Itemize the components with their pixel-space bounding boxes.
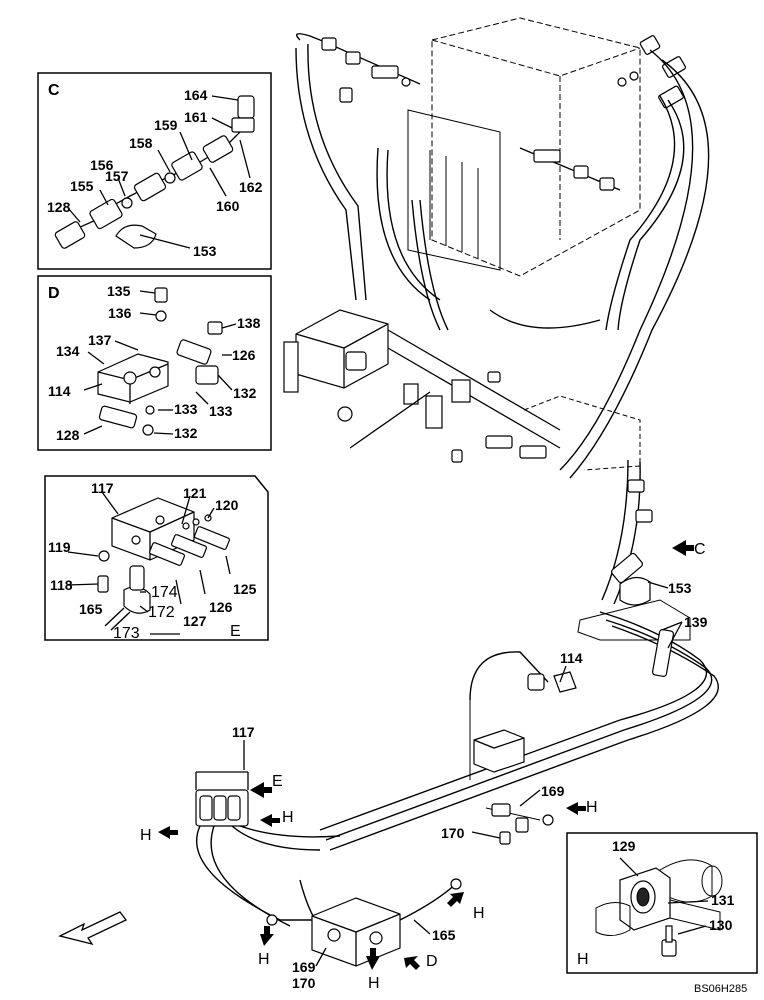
inset-d-label-133a: 133	[174, 401, 198, 417]
inset-e-label-119: 119	[48, 539, 71, 555]
inset-d-label-128: 128	[56, 427, 80, 443]
inset-c-label-157: 157	[105, 168, 129, 184]
label-153: 153	[668, 580, 692, 596]
inset-c-label-128: 128	[47, 199, 71, 215]
inset-e-label-120: 120	[215, 497, 239, 513]
inset-e-parts	[67, 491, 231, 635]
inset-d-label-133b: 133	[209, 403, 233, 419]
view-arrow-h5-label: H	[258, 951, 270, 968]
inset-c-label-158: 158	[129, 135, 153, 151]
inset-e-label-172: 172	[148, 604, 175, 621]
view-arrow-h3-icon	[566, 802, 586, 815]
inset-h-label-130: 130	[709, 917, 733, 933]
inset-d-frame	[37, 275, 272, 451]
view-arrow-h1-label: H	[140, 827, 152, 844]
inset-c-frame	[37, 72, 272, 270]
inset-e-label-173: 173	[113, 625, 140, 642]
view-arrow-h6-label: H	[368, 975, 380, 992]
label-114: 114	[560, 650, 583, 666]
view-arrow-h1-icon	[158, 826, 178, 839]
inset-d-label-138: 138	[237, 315, 261, 331]
inset-c-letter: C	[48, 82, 60, 99]
inset-d-label-114: 114	[48, 383, 71, 399]
view-arrow-h4-icon	[447, 892, 464, 907]
label-169-b: 169	[292, 959, 316, 975]
view-arrow-c-label: C	[694, 541, 706, 558]
view-arrow-c-icon	[672, 540, 694, 556]
front-direction-arrow-icon	[58, 911, 127, 946]
inset-d-label-132b: 132	[174, 425, 198, 441]
inset-e-frame	[44, 475, 269, 641]
view-arrow-e-label: E	[272, 773, 283, 790]
view-arrows: C E H H H H H H D	[58, 540, 706, 992]
inset-d-label-126: 126	[232, 347, 256, 363]
view-arrow-h5-icon	[260, 926, 274, 946]
inset-h-parts	[595, 857, 723, 957]
inset-d-label-135: 135	[107, 283, 131, 299]
view-arrow-h4-label: H	[473, 905, 485, 922]
label-170-b: 170	[292, 975, 316, 991]
main-labels: 117 114 139 153 169 170 165 169 170	[232, 580, 708, 991]
inset-c-label-156: 156	[90, 157, 114, 173]
inset-h-frame	[566, 832, 758, 974]
inset-e-label-165: 165	[79, 601, 103, 617]
inset-h-label-131: 131	[711, 892, 735, 908]
inset-c-label-155: 155	[70, 178, 94, 194]
inset-e-label-126: 126	[209, 599, 233, 615]
inset-h-letter: H	[577, 951, 589, 968]
inset-d-label-136: 136	[108, 305, 132, 321]
view-arrow-h6-icon	[366, 948, 380, 970]
inset-c-label-164: 164	[184, 87, 208, 103]
inset-e-label-127: 127	[183, 613, 207, 629]
inset-e-label-125: 125	[233, 581, 257, 597]
inset-c-label-159: 159	[154, 117, 178, 133]
view-arrow-d-icon	[404, 956, 420, 970]
label-165: 165	[432, 927, 456, 943]
label-117: 117	[232, 724, 255, 740]
view-arrow-d-label: D	[426, 953, 438, 970]
inset-e-label-174: 174	[151, 584, 178, 601]
inset-c-label-160: 160	[216, 198, 240, 214]
inset-h: 129 131 130 H	[566, 832, 758, 974]
view-arrow-h3-label: H	[586, 799, 598, 816]
inset-e-label-117: 117	[91, 480, 114, 496]
inset-e-letter: E	[230, 623, 241, 640]
inset-c-parts	[54, 95, 255, 249]
inset-e-label-121: 121	[183, 485, 207, 501]
inset-c-label-161: 161	[184, 109, 208, 125]
inset-c: C 164 161 159 158	[37, 72, 272, 270]
inset-d-label-132: 132	[233, 385, 257, 401]
inset-c-label-162: 162	[239, 179, 263, 195]
label-169-a: 169	[541, 783, 565, 799]
inset-d: D 135 1	[37, 275, 272, 451]
label-139: 139	[684, 614, 708, 630]
view-arrow-h2-icon	[260, 814, 280, 827]
view-arrow-e-icon	[250, 782, 272, 798]
inset-c-label-153: 153	[193, 243, 217, 259]
label-170-a: 170	[441, 825, 465, 841]
inset-e-label-118: 118	[50, 577, 73, 593]
view-arrow-h2-label: H	[282, 809, 294, 826]
document-code: BS06H285	[694, 983, 747, 995]
inset-d-parts	[83, 287, 237, 436]
inset-e: 117 121 120 119 174 118 125 172 126 127 …	[44, 475, 269, 642]
main-assembly	[195, 17, 719, 967]
inset-d-label-137: 137	[88, 332, 112, 348]
inset-d-letter: D	[48, 285, 60, 302]
inset-h-label-129: 129	[612, 838, 636, 854]
inset-d-label-134: 134	[56, 343, 80, 359]
